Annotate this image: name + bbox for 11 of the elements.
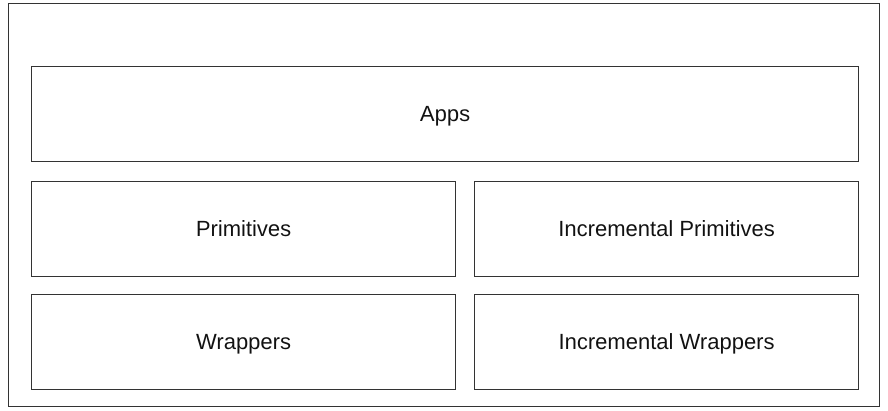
layer-label: Incremental Primitives <box>558 216 775 242</box>
layer-label: Apps <box>420 101 470 127</box>
layer-box <box>474 294 859 390</box>
layer-label: Wrappers <box>196 329 291 355</box>
layer-box <box>31 181 456 277</box>
layer-box <box>31 294 456 390</box>
layer-label: Incremental Wrappers <box>558 329 774 355</box>
layer-box <box>474 181 859 277</box>
layer-box <box>31 66 859 162</box>
frame-box <box>8 3 880 407</box>
layer-label: Primitives <box>196 216 292 242</box>
